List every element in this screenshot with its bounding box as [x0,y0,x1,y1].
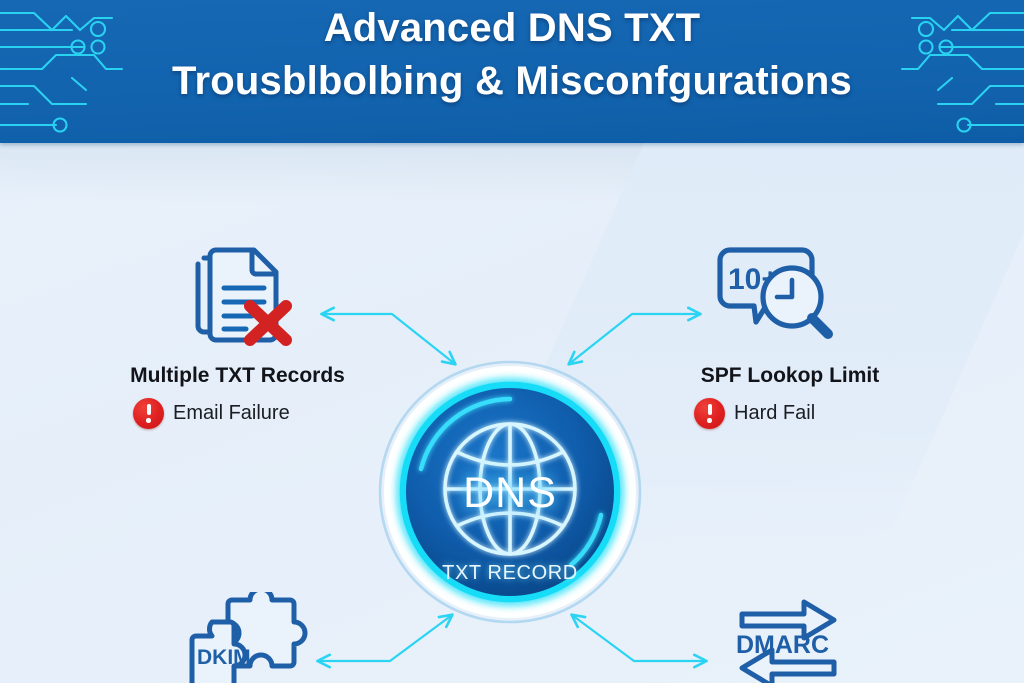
page-title-line-2: Trousblbolbing & Misconfgurations [172,58,852,103]
header-banner: Advanced DNS TXT Trousblbolbing & Miscon… [0,0,1024,143]
circuit-pattern-left-icon [0,11,124,133]
dkim-label: DKIM [197,646,251,669]
alert-icon [133,398,164,429]
node-status-multiple-txt-records: Email Failure [133,398,290,429]
page-title: Advanced DNS TXT Trousblbolbing & Miscon… [0,2,1024,108]
circuit-pattern-right-icon [900,11,1024,133]
page-title-line-1: Advanced DNS TXT [323,6,701,50]
speech-bubble-magnifier-icon: 10+ [717,247,833,339]
background-gradient-band [0,143,1024,203]
center-dns-badge[interactable]: DNS TXT RECORD [375,357,645,627]
node-status-spf-lookup-limit: Hard Fail [694,398,815,429]
alert-icon [694,398,725,429]
dmarc-label: DMARC [736,631,829,659]
dns-globe-icon [378,360,642,624]
node-status-text-multiple-txt-records: Email Failure [173,402,290,424]
two-way-arrows-icon: DMARC [736,599,837,683]
node-status-text-spf-lookup-limit: Hard Fail [734,402,816,424]
puzzle-pieces-icon: DKIM [189,592,308,683]
node-label-spf-lookup-limit: SPF Lookop Limit [700,364,880,387]
documents-with-x-icon [195,247,292,346]
node-label-multiple-txt-records: Multiple TXT Records [130,364,345,387]
